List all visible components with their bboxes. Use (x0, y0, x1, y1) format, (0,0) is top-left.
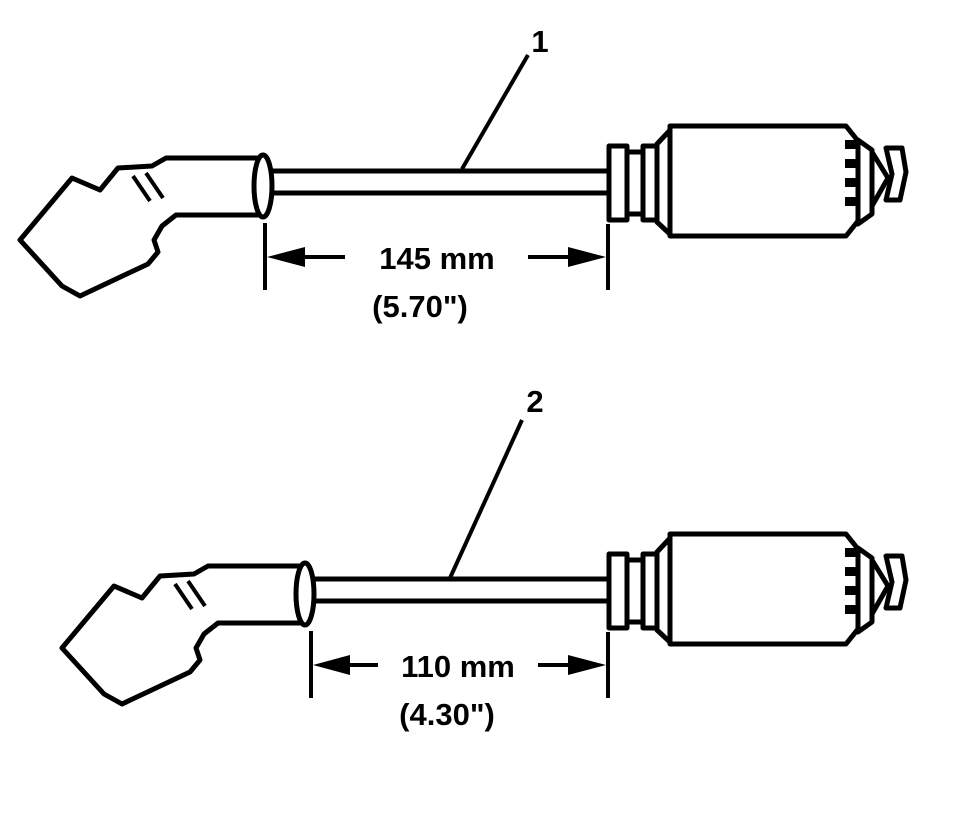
assembly-1-callout-leader (460, 53, 530, 171)
assembly-2-body-rib-2 (845, 567, 858, 576)
assembly-2-callout-leader (448, 419, 524, 579)
assembly-2-body-rib-4 (845, 605, 858, 614)
assembly-2-body-rib-3 (845, 586, 858, 595)
assembly-1-dimension-in: (5.70") (372, 289, 468, 324)
assembly-1-body-rib-4 (845, 197, 858, 206)
assembly-2-boot-hash-2 (186, 579, 207, 608)
assembly-1-body-rib-1 (845, 140, 858, 149)
assembly-1-body-rib-3 (845, 178, 858, 187)
assembly-2-boot-hash-1 (173, 582, 194, 611)
assembly-1-dimension-mm: 145 mm (379, 241, 494, 276)
assembly-1-boot (17, 155, 261, 299)
assembly-2-spring-clip-tip (883, 553, 909, 611)
assembly-2-arrowhead-left (313, 655, 350, 675)
assembly-2-spring-clip (869, 558, 891, 616)
assembly-2-callout-number: 2 (526, 384, 543, 419)
assembly-1-ferrule-outer (606, 143, 630, 223)
assembly-2-dimension-in: (4.30") (399, 697, 495, 732)
assembly-2-terminal-cap (855, 545, 875, 635)
assembly-1-terminal-cap (855, 137, 875, 227)
assembly-2-body-rib-1 (845, 548, 858, 557)
assembly-1-spring-clip-tip (883, 145, 909, 203)
assembly-1-arrowhead-left (267, 247, 305, 267)
assembly-1-body (667, 123, 865, 239)
assembly-1-arrowhead-right (568, 247, 606, 267)
assembly-1-callout-number: 1 (531, 24, 548, 59)
assembly-1-collar (251, 152, 275, 220)
assembly-2-body (667, 531, 865, 647)
assembly-2-dimension-mm: 110 mm (401, 649, 515, 684)
assembly-2-boot (59, 563, 303, 707)
assembly-1-spring-clip (869, 150, 891, 208)
assembly-2-ferrule-outer (606, 551, 630, 631)
assembly-1: 1 145 mm (5.70") (17, 24, 909, 324)
assembly-2: 2 110 mm (4.30") (59, 384, 909, 732)
assembly-2-arrowhead-right (568, 655, 606, 675)
assembly-2-collar (293, 560, 317, 628)
assembly-1-body-rib-2 (845, 159, 858, 168)
assembly-1-boot-hash-1 (131, 174, 152, 203)
assembly-1-boot-hash-2 (144, 171, 165, 200)
